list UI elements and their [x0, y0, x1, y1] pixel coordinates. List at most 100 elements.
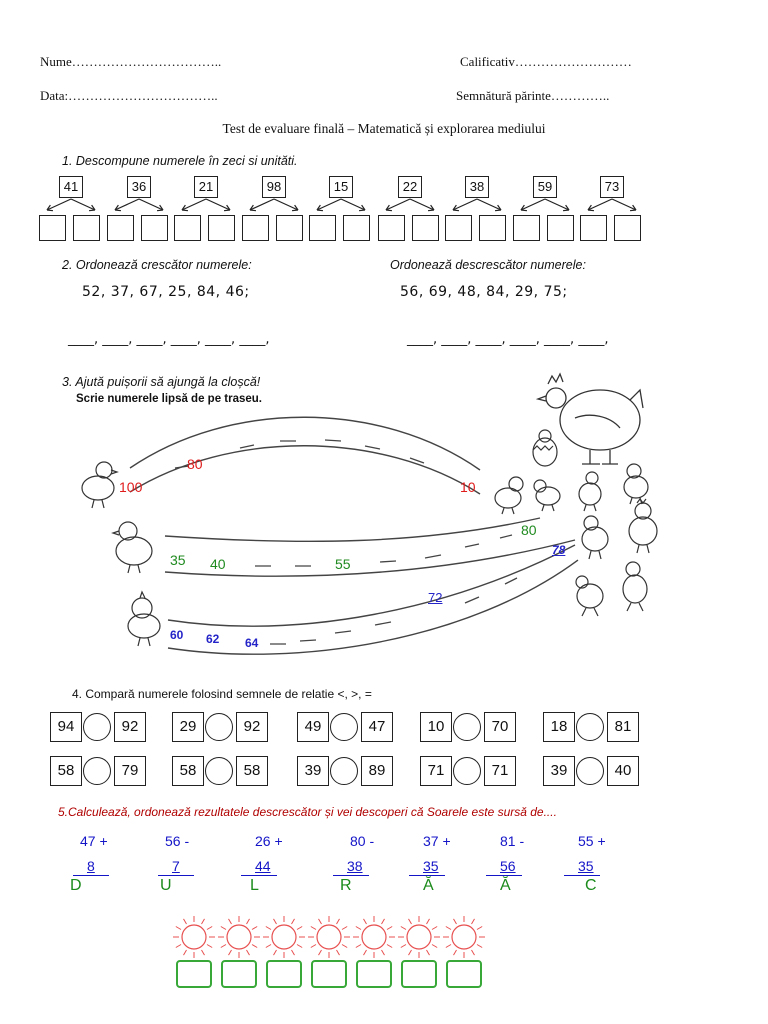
ex4-right-number: 89 — [361, 756, 393, 786]
ex5-term: 44 — [255, 858, 271, 874]
ex5-term: 56 - — [165, 833, 190, 849]
blue-track-number: 78 — [552, 543, 566, 557]
red-track-number: 100 — [119, 479, 143, 495]
ex1-answer-box[interactable] — [141, 215, 168, 241]
ex4-left-number: 39 — [297, 756, 329, 786]
ex5-answer-box[interactable] — [221, 960, 257, 988]
ex5-letter: D — [70, 877, 82, 894]
ex5-letter: Ă — [500, 877, 511, 894]
ex5-sum-line — [241, 875, 277, 876]
ex3-track-drawing — [81, 372, 658, 655]
ex4-sign-circle[interactable] — [576, 713, 604, 741]
ex1-answer-box[interactable] — [547, 215, 574, 241]
ex1-answer-box[interactable] — [479, 215, 506, 241]
ex1-answer-box[interactable] — [242, 215, 269, 241]
ex4-right-number: 58 — [236, 756, 268, 786]
ex5-term: 8 — [87, 858, 95, 874]
ex1-number-box: 15 — [329, 176, 353, 198]
ex1-answer-box[interactable] — [208, 215, 235, 241]
ex4-right-number: 47 — [361, 712, 393, 742]
ex1-answer-box[interactable] — [174, 215, 201, 241]
ex5-answer-box[interactable] — [266, 960, 302, 988]
page-title: Test de evaluare finală – Matematică și … — [222, 121, 546, 136]
blue-track-number: 60 — [170, 628, 184, 642]
ex4-right-number: 70 — [484, 712, 516, 742]
ex5-term: 7 — [172, 858, 180, 874]
ex5-term: 37 + — [423, 833, 451, 849]
ex4-left-number: 58 — [50, 756, 82, 786]
ex1-answer-box[interactable] — [107, 215, 134, 241]
red-track-path — [129, 416, 481, 495]
ex1-answer-box[interactable] — [309, 215, 336, 241]
ex5-answer-box[interactable] — [446, 960, 482, 988]
ex5-term: 81 - — [500, 833, 525, 849]
hen-illustration — [535, 372, 644, 465]
ex5-term: 47 + — [80, 833, 108, 849]
blue-track-path — [167, 544, 579, 655]
ex1-answer-box[interactable] — [513, 215, 540, 241]
date-field: Data:…………………………….. — [40, 88, 218, 103]
ex1-answer-box[interactable] — [378, 215, 405, 241]
green-track-number: 80 — [521, 522, 537, 538]
ex1-answer-box[interactable] — [580, 215, 607, 241]
ex4-left-number: 29 — [172, 712, 204, 742]
ex4-right-number: 40 — [607, 756, 639, 786]
ex4-sign-circle[interactable] — [453, 757, 481, 785]
ex2-desc-sequence: 56, 69, 48, 84, 29, 75; — [400, 284, 568, 300]
ex4-sign-circle[interactable] — [330, 713, 358, 741]
ex4-instruction: 4. Compară numerele folosind semnele de … — [72, 687, 372, 701]
signature-field: Semnătură părinte………….. — [456, 88, 610, 103]
ex1-number-box: 98 — [262, 176, 286, 198]
ex2-asc-instruction: 2. Ordonează crescător numerele: — [62, 258, 252, 272]
ex1-instruction: 1. Descompune numerele în zeci si unităt… — [62, 154, 298, 168]
ex1-answer-box[interactable] — [73, 215, 100, 241]
ex5-answer-box[interactable] — [311, 960, 347, 988]
ex5-sum-line — [158, 875, 194, 876]
ex1-answer-box[interactable] — [276, 215, 303, 241]
ex3-instruction: 3. Ajută puișorii să ajungă la cloșcă! — [62, 375, 261, 389]
ex5-term: 26 + — [255, 833, 283, 849]
ex1-answer-box[interactable] — [343, 215, 370, 241]
ex2-asc-answer-blanks[interactable]: ____, ____, ____, ____, ____, ____, — [68, 332, 270, 347]
ex5-sum-line — [564, 875, 600, 876]
ex5-letter: L — [250, 877, 259, 894]
ex4-left-number: 94 — [50, 712, 82, 742]
ex5-term: 56 — [500, 858, 516, 874]
ex1-number-box: 73 — [600, 176, 624, 198]
ex5-term: 55 + — [578, 833, 606, 849]
ex4-sign-circle[interactable] — [205, 713, 233, 741]
ex1-answer-box[interactable] — [445, 215, 472, 241]
sun-icon — [308, 916, 350, 958]
ex5-answer-box[interactable] — [356, 960, 392, 988]
ex4-sign-circle[interactable] — [83, 713, 111, 741]
ex1-answer-box[interactable] — [39, 215, 66, 241]
ex4-sign-circle[interactable] — [330, 757, 358, 785]
ex5-instruction: 5.Calculează, ordonează rezultatele desc… — [58, 805, 557, 819]
blue-track-number: 64 — [245, 636, 259, 650]
green-track-number: 55 — [335, 556, 351, 572]
ex4-left-number: 18 — [543, 712, 575, 742]
sun-icon — [218, 916, 260, 958]
ex4-sign-circle[interactable] — [576, 757, 604, 785]
ex1-answer-box[interactable] — [412, 215, 439, 241]
ex4-sign-circle[interactable] — [205, 757, 233, 785]
ex5-sum-line — [73, 875, 109, 876]
ex1-answer-box[interactable] — [614, 215, 641, 241]
ex2-desc-answer-blanks[interactable]: ____, ____, ____, ____, ____, ____, — [407, 332, 609, 347]
ex5-term: 35 — [423, 858, 439, 874]
ex1-arrows — [46, 198, 637, 212]
ex5-answer-box[interactable] — [176, 960, 212, 988]
sun-icon — [263, 916, 305, 958]
ex4-instruction-text: 4. Compară numerele folosind semnele de … — [72, 687, 372, 701]
ex4-left-number: 71 — [420, 756, 452, 786]
ex4-sign-circle[interactable] — [453, 713, 481, 741]
ex5-answer-box[interactable] — [401, 960, 437, 988]
chick-illustrations — [81, 429, 658, 647]
ex4-sign-circle[interactable] — [83, 757, 111, 785]
ex4-right-number: 92 — [236, 712, 268, 742]
sun-row — [173, 916, 485, 958]
green-track-number: 40 — [210, 556, 226, 572]
ex4-left-number: 39 — [543, 756, 575, 786]
sun-icon — [443, 916, 485, 958]
ex5-term: 38 — [347, 858, 363, 874]
